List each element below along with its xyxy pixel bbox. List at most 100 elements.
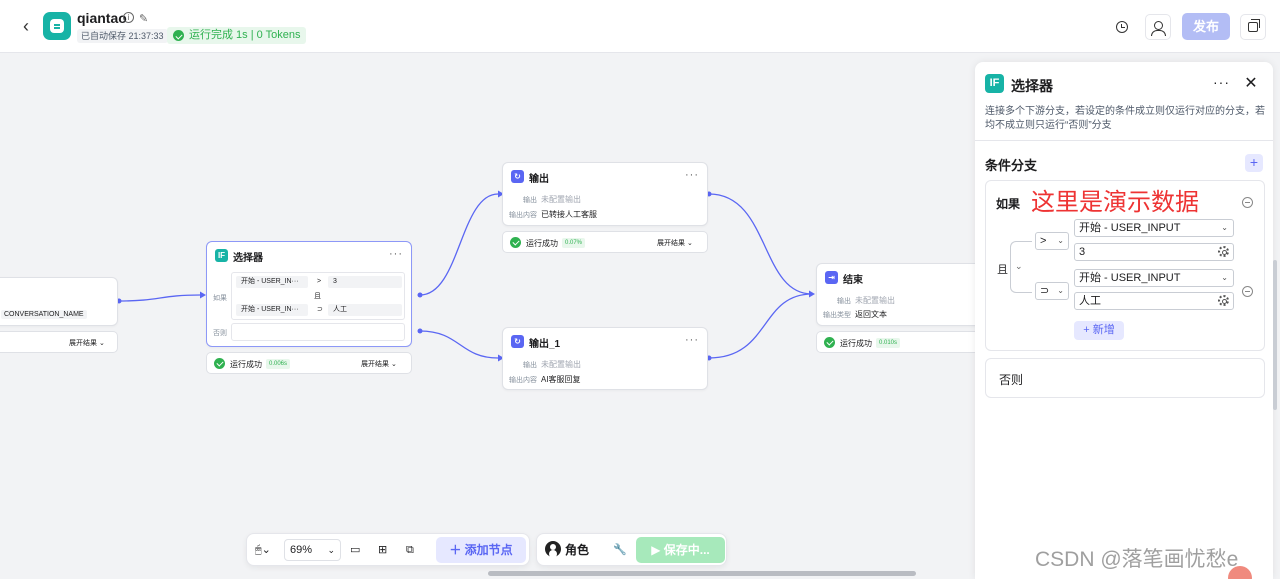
- history-icon[interactable]: [1109, 14, 1135, 40]
- value-input[interactable]: 3: [1074, 243, 1234, 261]
- field-label: 输出内容: [509, 212, 537, 219]
- add-condition-button[interactable]: + 新增: [1074, 321, 1124, 340]
- cond-value: 人工: [328, 304, 402, 316]
- cond-op: >: [317, 278, 322, 285]
- layout-icon[interactable]: ⊞: [378, 544, 388, 556]
- autosave-status: 已自动保存 21:37:33: [77, 29, 168, 43]
- arrow-head: [498, 354, 504, 362]
- more-icon[interactable]: ···: [389, 248, 403, 260]
- field-value: 返回文本: [855, 310, 887, 319]
- expand-results-button[interactable]: 展开结果 ⌄: [361, 361, 397, 368]
- and-label: 且: [997, 264, 1008, 276]
- start-node[interactable]: CONVERSATION_NAME: [0, 277, 118, 326]
- close-icon[interactable]: ✕: [1244, 75, 1258, 92]
- publish-button[interactable]: 发布: [1182, 13, 1230, 40]
- demo-annotation: 这里是演示数据: [1031, 189, 1199, 216]
- vertical-scrollbar[interactable]: [1273, 260, 1277, 410]
- output-node[interactable]: ↻ 输出 ··· 输出未配置输出 输出内容已转接人工客服: [502, 162, 708, 226]
- output-icon: ↻: [511, 170, 524, 183]
- operator-select[interactable]: >⌄: [1035, 232, 1069, 250]
- action-toolbar: 角色 🔧 ▶ 保存中...: [536, 533, 727, 566]
- minimap-icon[interactable]: ⧉: [406, 544, 414, 556]
- edge-selector-output1: [419, 330, 499, 359]
- end-icon: ⇥: [825, 271, 838, 284]
- more-icon[interactable]: ···: [685, 169, 699, 181]
- role-avatar-icon: [545, 541, 561, 557]
- field-value: AI客服回复: [541, 375, 581, 384]
- if-branch: 如果 这里是演示数据 且 ⌄ >⌄ 开始 - USER_INPUT⌄ 3 ⊃⌄ …: [985, 180, 1265, 351]
- output-run-bar: 运行成功 0.07% 展开结果 ⌄: [502, 231, 708, 253]
- arrow-head: [498, 190, 504, 198]
- copy-icon[interactable]: [1240, 14, 1266, 40]
- more-icon[interactable]: ···: [1213, 74, 1230, 90]
- cond-value: 3: [328, 276, 402, 288]
- edge-selector-output: [419, 193, 499, 296]
- else-label: 否则: [213, 330, 227, 337]
- selector-run-bar: 运行成功 0.006s 展开结果 ⌄: [206, 352, 412, 374]
- horizontal-scrollbar[interactable]: [488, 571, 916, 576]
- node-title: 输出_1: [529, 339, 561, 350]
- edge-output1-end: [708, 293, 813, 359]
- field-value: 未配置输出: [541, 360, 581, 369]
- end-run-bar: 运行成功 0.010s: [816, 331, 996, 353]
- node-title: 选择器: [233, 253, 263, 264]
- canvas-toolbar: 🖱⌄ 69%⌄ ▭ ⊞ ⧉ ＋ 添加节点: [246, 533, 530, 566]
- else-box: [231, 323, 405, 341]
- field-label: 输出类型: [823, 312, 851, 319]
- output1-node[interactable]: ↻ 输出_1 ··· 输出未配置输出 输出内容 AI客服回复: [502, 327, 708, 390]
- run-time-badge: 0.006s: [266, 359, 291, 369]
- cond-var: 开始 - USER_IN···: [236, 304, 308, 316]
- cond-op: ⊃: [317, 306, 323, 313]
- field-value: 未配置输出: [855, 296, 895, 305]
- edit-icon[interactable]: ✎: [139, 13, 149, 25]
- role-button[interactable]: 角色: [565, 543, 590, 557]
- condition-group: 开始 - USER_IN··· > 3 且 开始 - USER_IN··· ⊃ …: [231, 272, 405, 320]
- run-status-badge: 运行完成 1s | 0 Tokens: [167, 27, 307, 44]
- comment-icon[interactable]: ▭: [350, 544, 361, 556]
- else-label: 否则: [999, 373, 1024, 387]
- selector-node[interactable]: IF 选择器 ··· 如果 开始 - USER_IN··· > 3 且 开始 -…: [206, 241, 412, 347]
- run-label: 运行成功: [230, 360, 262, 369]
- field-label: 输出: [523, 362, 537, 369]
- field-label: 输出: [837, 298, 851, 305]
- watermark: CSDN @落笔画忧愁e: [1035, 548, 1239, 571]
- chevron-down-icon[interactable]: ⌄: [1015, 261, 1023, 271]
- collaborator-icon[interactable]: [1145, 14, 1171, 40]
- field-label: 输出内容: [509, 377, 537, 384]
- if-icon: IF: [215, 249, 228, 262]
- run-label: 运行成功: [526, 239, 558, 248]
- info-icon[interactable]: i: [123, 12, 134, 23]
- selector-panel: IF 选择器 ··· ✕ 连接多个下游分支，若设定的条件成立则仅运行对应的分支，…: [975, 62, 1273, 579]
- more-icon[interactable]: ···: [685, 334, 699, 346]
- end-node[interactable]: ⇥ 结束 输出未配置输出 输出类型返回文本: [816, 263, 996, 326]
- expand-results-button[interactable]: 展开结果 ⌄: [657, 240, 693, 247]
- arrow-head: [809, 290, 815, 298]
- run-time-badge: 0.010s: [876, 338, 901, 348]
- avatar: [1228, 566, 1252, 579]
- add-node-button[interactable]: ＋ 添加节点: [436, 537, 526, 563]
- condition-bracket: [1010, 241, 1032, 293]
- start-run-bar: 展开结果 ⌄: [0, 331, 118, 353]
- variable-select[interactable]: 开始 - USER_INPUT⌄: [1074, 219, 1234, 237]
- chevron-left-icon[interactable]: ‹: [23, 16, 29, 36]
- top-bar: ‹ qiantao i ✎ 已自动保存 21:37:33 运行完成 1s | 0…: [0, 0, 1280, 53]
- save-button[interactable]: ▶ 保存中...: [636, 537, 725, 563]
- expand-results-button[interactable]: 展开结果 ⌄: [69, 340, 105, 347]
- node-title: 结束: [843, 275, 863, 286]
- zoom-select[interactable]: 69%⌄: [284, 539, 341, 561]
- operator-select[interactable]: ⊃⌄: [1035, 282, 1069, 300]
- wrench-icon[interactable]: 🔧: [613, 544, 627, 556]
- gear-icon[interactable]: [1218, 295, 1229, 306]
- value-input[interactable]: 人工: [1074, 292, 1234, 310]
- remove-condition-icon[interactable]: [1242, 286, 1253, 297]
- output-icon: ↻: [511, 335, 524, 348]
- gear-icon[interactable]: [1218, 246, 1229, 257]
- mouse-mode-icon[interactable]: 🖱⌄: [255, 544, 271, 556]
- node-title: 输出: [529, 174, 549, 185]
- add-branch-button[interactable]: +: [1245, 154, 1263, 172]
- variable-select[interactable]: 开始 - USER_INPUT⌄: [1074, 269, 1234, 287]
- field-label: 输出: [523, 197, 537, 204]
- if-icon: IF: [985, 74, 1004, 93]
- app-name: qiantao: [77, 10, 127, 26]
- remove-branch-icon[interactable]: [1242, 197, 1253, 208]
